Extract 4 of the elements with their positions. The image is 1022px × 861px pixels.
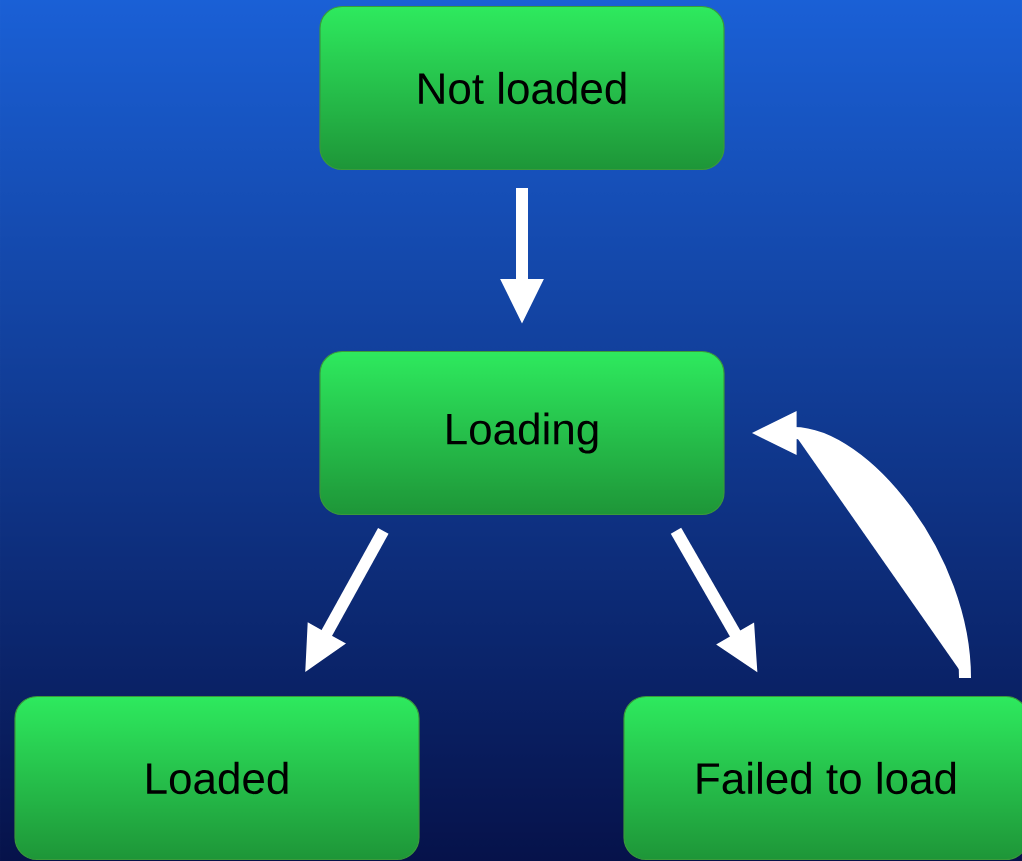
state-box: Loading <box>319 350 725 516</box>
state-box: Not loaded <box>319 5 725 171</box>
state-box: Failed to load <box>623 695 1022 861</box>
state-box: Loaded <box>14 695 420 861</box>
